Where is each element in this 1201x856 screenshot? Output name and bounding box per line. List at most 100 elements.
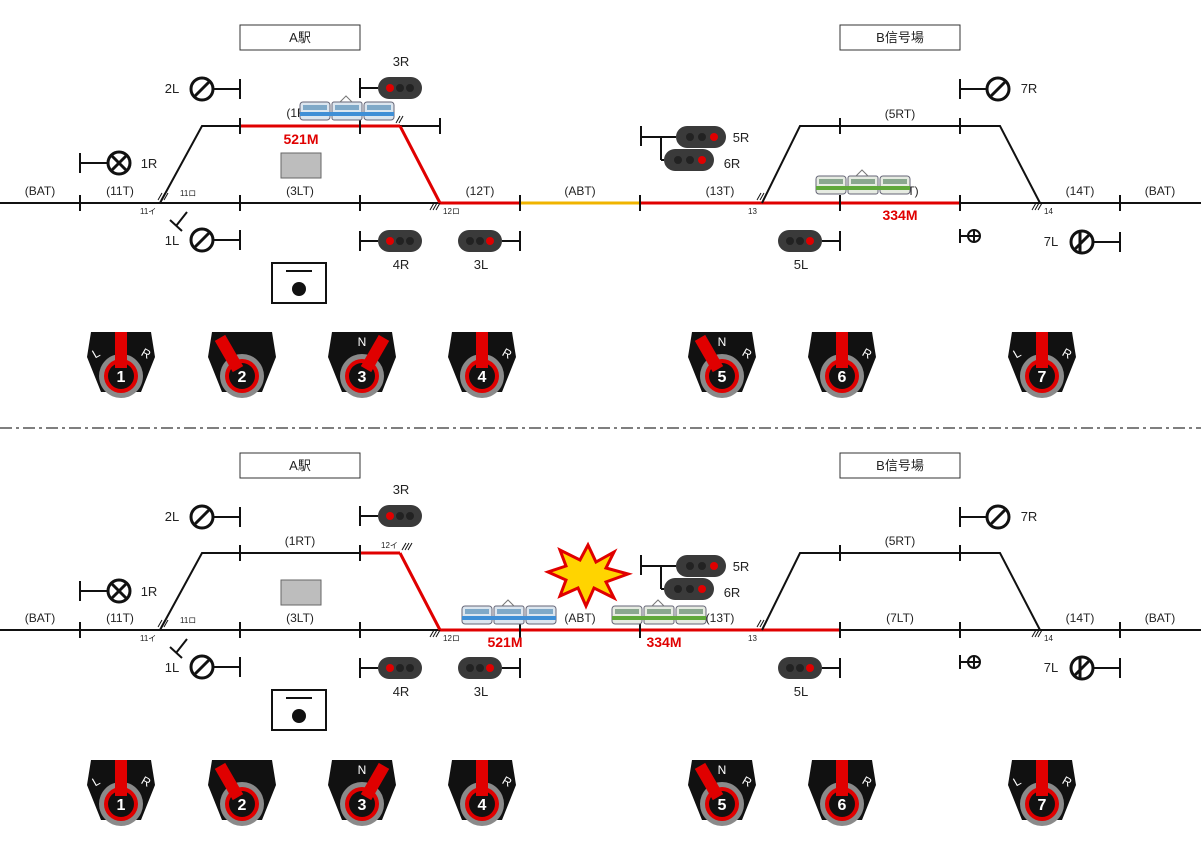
lever-number: 4	[478, 797, 487, 814]
lever-number: 6	[838, 797, 847, 814]
signal-1l	[189, 654, 241, 680]
track-label: (14T)	[1066, 184, 1095, 198]
track-label: (BAT)	[1145, 611, 1175, 625]
point-marks	[157, 115, 1043, 211]
train-number-334m: 334M	[882, 207, 917, 223]
point-label: 11イ	[140, 634, 156, 643]
signal-label-5l: 5L	[794, 684, 808, 699]
train-number-334m: 334M	[646, 634, 681, 650]
track-label: (7LT)	[886, 611, 914, 625]
siding-a-crossover	[398, 125, 442, 204]
signal-label-3l: 3L	[474, 684, 488, 699]
signal-3r	[359, 505, 422, 527]
track-label: (1RT)	[285, 534, 315, 548]
lever-3[interactable]: 3 N	[328, 760, 396, 826]
point-label: 12イ	[381, 541, 398, 550]
point-label: 14	[1044, 634, 1053, 643]
train-icon	[461, 599, 557, 625]
lever-3[interactable]: 3 N	[328, 332, 396, 398]
track-label: (5RT)	[885, 534, 915, 548]
track-label: (ABT)	[564, 184, 595, 198]
signal-1r	[79, 578, 132, 604]
point-marks	[157, 542, 1043, 638]
track-label: (11T)	[106, 611, 134, 625]
signal-2l	[189, 76, 241, 102]
push-button-icon[interactable]	[271, 262, 327, 304]
signal-label-3r: 3R	[393, 482, 410, 497]
signal-label-1l: 1L	[165, 233, 179, 248]
signal-3r	[359, 77, 422, 99]
track-label: (BAT)	[25, 611, 55, 625]
signal-4r	[359, 230, 422, 252]
station-label-a: A駅	[289, 30, 311, 45]
push-button-icon[interactable]	[271, 689, 327, 731]
shunt-marker-1l	[169, 638, 188, 659]
station-label-b: B信号場	[876, 30, 924, 45]
point-label: 12ロ	[443, 634, 460, 643]
signal-7l	[1069, 229, 1121, 255]
signal-5r-6r	[640, 555, 726, 600]
explosion-icon	[543, 541, 633, 610]
lever-4[interactable]: 4 R	[448, 760, 516, 826]
track-label: (3LT)	[286, 611, 314, 625]
shunt-marker-icon	[959, 655, 981, 669]
station-label-a: A駅	[289, 458, 311, 473]
track-joints	[79, 118, 1121, 211]
lever-7[interactable]: 7 L R	[1008, 760, 1076, 826]
signal-5l	[778, 657, 841, 679]
point-label: 13	[748, 207, 757, 216]
lever-6[interactable]: 6 R	[808, 760, 876, 826]
lever-number: 1	[117, 797, 126, 814]
station-label-b: B信号場	[876, 458, 924, 473]
signal-5r-6r	[640, 126, 726, 171]
lever-6[interactable]: 6 R	[808, 332, 876, 398]
signal-5l	[778, 230, 841, 252]
track-label: (BAT)	[25, 184, 55, 198]
station-box-a	[239, 24, 361, 51]
siding-a-left	[159, 125, 240, 204]
signal-label-1r: 1R	[141, 156, 158, 171]
signal-label-4r: 4R	[393, 257, 410, 272]
lever-number: 3	[358, 369, 367, 386]
signal-label-5r: 5R	[733, 559, 750, 574]
siding-a-crossover	[398, 552, 442, 631]
shunt-marker-1l	[169, 211, 188, 232]
lever-5[interactable]: 5 N R	[688, 760, 756, 826]
signal-3l	[458, 657, 521, 679]
point-label: 14	[1044, 207, 1053, 216]
lever-2[interactable]: 2	[208, 332, 276, 398]
signal-4r	[359, 657, 422, 679]
lever-1[interactable]: 1 L R	[87, 332, 155, 398]
point-label: 11ロ	[180, 189, 196, 198]
track-label: (11T)	[106, 184, 134, 198]
station-box-a	[239, 452, 361, 479]
signal-label-7l: 7L	[1044, 660, 1058, 675]
track-joints	[79, 545, 1121, 638]
lever-n-label: N	[718, 335, 727, 349]
track-label: (14T)	[1066, 611, 1095, 625]
signal-7r	[959, 504, 1011, 530]
lever-number: 5	[718, 369, 727, 386]
lever-2[interactable]: 2	[208, 760, 276, 826]
train-number-521m: 521M	[487, 634, 522, 650]
lever-number: 3	[358, 797, 367, 814]
train-icon	[611, 599, 707, 625]
signal-2l	[189, 504, 241, 530]
lever-5[interactable]: 5 N R	[688, 332, 756, 398]
signal-label-5l: 5L	[794, 257, 808, 272]
track-label: (5RT)	[885, 107, 915, 121]
signal-3l	[458, 230, 521, 252]
siding-a-left	[159, 552, 360, 631]
siding-b	[761, 552, 1041, 631]
signal-label-4r: 4R	[393, 684, 410, 699]
lever-7[interactable]: 7 L R	[1008, 332, 1076, 398]
station-box-b	[839, 452, 961, 479]
signal-label-3l: 3L	[474, 257, 488, 272]
track-label: (13T)	[706, 184, 735, 198]
point-label: 11ロ	[180, 616, 196, 625]
signal-label-1r: 1R	[141, 584, 158, 599]
lever-1[interactable]: 1 L R	[87, 760, 155, 826]
panel-after: A駅 B信号場 (BAT) (11T) (3LT) (1RT) (ABT) (	[0, 452, 1201, 826]
lever-4[interactable]: 4 R	[448, 332, 516, 398]
